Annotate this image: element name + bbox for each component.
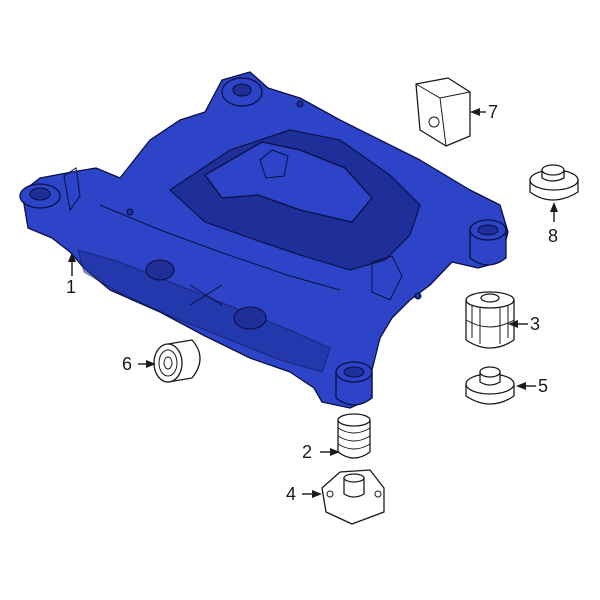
- part-4-mount[interactable]: [321, 469, 385, 525]
- beam-hole-left: [145, 259, 175, 281]
- callout-3: 3: [508, 314, 540, 334]
- svg-text:5: 5: [538, 376, 548, 396]
- part-2-bushing[interactable]: [337, 413, 371, 459]
- bolt-hole-2: [296, 100, 304, 108]
- beam-hole-right: [233, 306, 267, 330]
- svg-text:7: 7: [488, 102, 498, 122]
- callout-2: 2: [302, 442, 340, 462]
- callout-5: 5: [516, 376, 548, 396]
- callout-4: 4: [286, 484, 322, 504]
- part-6-bushing[interactable]: [153, 339, 201, 383]
- svg-text:8: 8: [548, 226, 558, 246]
- part-7-bracket[interactable]: [415, 77, 471, 147]
- bolt-hole-3: [414, 292, 422, 300]
- bracket-detail-3: [63, 167, 81, 212]
- part-3-bushing[interactable]: [465, 291, 515, 349]
- svg-text:3: 3: [530, 314, 540, 334]
- callout-7: 7: [470, 102, 498, 122]
- svg-text:2: 2: [302, 442, 312, 462]
- bracket-detail-1: [259, 149, 289, 179]
- svg-text:1: 1: [66, 277, 76, 297]
- part-8-mount[interactable]: [529, 164, 579, 201]
- bolt-hole-1: [126, 208, 134, 216]
- part-5-mount[interactable]: [465, 366, 515, 405]
- callout-6: 6: [122, 354, 156, 374]
- beam-x-mark: [189, 284, 223, 306]
- svg-text:6: 6: [122, 354, 132, 374]
- bracket-detail-2: [371, 255, 403, 301]
- callout-1: 1: [66, 252, 76, 297]
- frame-bushing-rear-right: [469, 219, 507, 266]
- frame-edge-line: [99, 204, 341, 291]
- subframe-front-beam-face: [77, 249, 331, 373]
- svg-text:4: 4: [286, 484, 296, 504]
- subframe-crossmember: [204, 141, 373, 223]
- callout-8: 8: [548, 202, 558, 246]
- frame-bushing-front-left: [19, 183, 61, 209]
- subframe-assembly[interactable]: [19, 71, 509, 409]
- frame-bushing-rear-left: [221, 77, 263, 107]
- frame-bushing-front-right: [335, 361, 373, 406]
